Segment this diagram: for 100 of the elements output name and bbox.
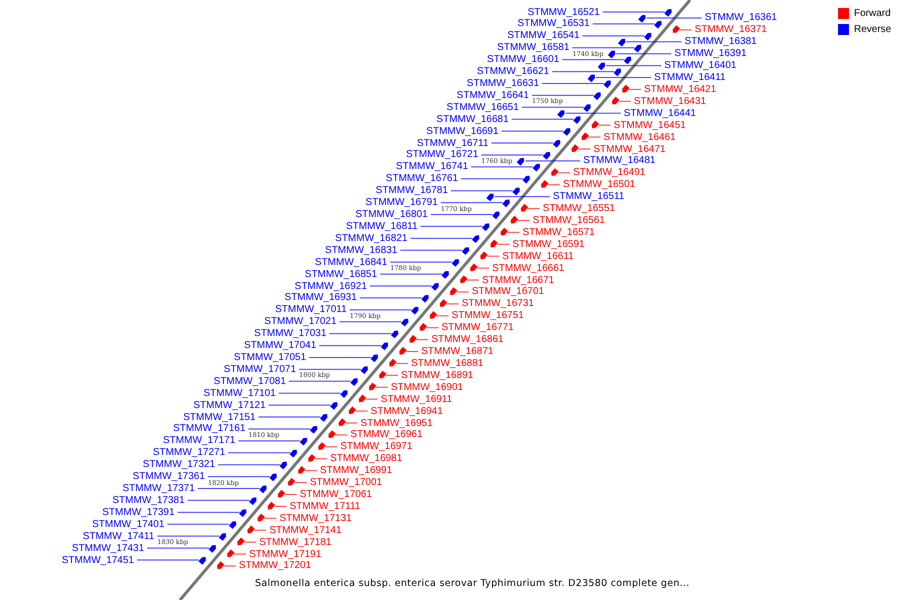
gene-label: STMMW_17411: [82, 530, 154, 542]
gene-symbol: [541, 180, 548, 188]
gene-symbol: [520, 204, 528, 212]
leader-line: [278, 392, 342, 394]
gene-label: STMMW_17391: [102, 506, 175, 518]
gene-symbol: [421, 294, 429, 303]
gene-symbol: [502, 200, 510, 208]
gene-symbol: [379, 370, 386, 378]
gene-label: STMMW_16601: [487, 54, 560, 66]
gene-symbol: [420, 323, 427, 331]
gene-label: STMMW_16571: [522, 226, 595, 238]
leader-line: [187, 500, 250, 501]
gene-symbol: [604, 80, 611, 88]
leader-line: [506, 232, 520, 233]
leader-line: [490, 142, 554, 144]
gene-label: STMMW_16391: [674, 48, 747, 60]
gene-symbol: [583, 104, 591, 112]
gene-symbol: [399, 346, 407, 355]
gene-symbol: [430, 311, 438, 319]
gene-symbol: [624, 56, 632, 64]
leader-line: [578, 148, 591, 150]
gene-symbol: [320, 414, 328, 422]
leader-line: [274, 506, 288, 507]
leader-line: [146, 548, 210, 549]
gene-symbol: [348, 406, 356, 414]
gene-label: STMMW_16921: [294, 280, 367, 292]
gene-symbol: [389, 358, 397, 366]
legend-label: Reverse: [854, 24, 892, 36]
gene-label: STMMW_16541: [507, 30, 580, 42]
leader-line: [592, 23, 656, 24]
leader-line: [380, 274, 443, 275]
gene-label: STMMW_16701: [472, 286, 544, 298]
leader-line: [596, 77, 652, 78]
gene-label: STMMW_16641: [456, 90, 529, 101]
leader-line: [264, 518, 277, 519]
gene-label: STMMW_16621: [476, 66, 550, 78]
gene-symbol: [258, 514, 265, 522]
leader-line: [156, 536, 220, 537]
caption: Salmonella enterica subsp. enterica serovar Typhimurium str. D23580 complete gen...: [255, 578, 690, 589]
gene-label: STMMW_16841: [314, 256, 388, 268]
gene-symbol: [440, 299, 448, 307]
leader-line: [531, 94, 594, 96]
gene-label: STMMW_16851: [304, 268, 378, 280]
gene-symbol: [622, 84, 630, 92]
gene-label: STMMW_16821: [335, 232, 408, 244]
gene-symbol: [510, 216, 518, 224]
gene-symbol: [582, 132, 589, 140]
leader-line: [355, 410, 368, 412]
gene-label: STMMW_17081: [214, 376, 286, 387]
leader-line: [294, 482, 308, 484]
gene-symbol: [492, 212, 500, 220]
gene-symbol: [472, 235, 480, 243]
leader-line: [582, 35, 646, 36]
gene-symbol: [249, 497, 256, 506]
gene-symbol: [247, 526, 255, 534]
leader-line: [480, 154, 544, 156]
gene-label: STMMW_16831: [325, 244, 398, 256]
gene-label: STMMW_16381: [684, 36, 757, 48]
leader-line: [679, 29, 692, 30]
gene-symbol: [369, 382, 376, 390]
gene-label: STMMW_16691: [426, 126, 499, 137]
leader-line: [218, 464, 280, 466]
gene-label: STMMW_16631: [466, 78, 540, 89]
gene-symbol: [573, 116, 580, 124]
gene-symbol: [563, 128, 570, 136]
leader-line: [339, 321, 402, 322]
gene-symbol: [208, 545, 216, 553]
gene-label: STMMW_17121: [193, 400, 266, 411]
legend-label: Forward: [854, 8, 891, 20]
gene-label: STMMW_16581: [497, 42, 570, 54]
leader-line: [626, 41, 682, 42]
gene-symbol: [228, 521, 236, 529]
gene-label: STMMW_17141: [269, 524, 342, 536]
leader-line: [308, 356, 372, 358]
gene-label: STMMW_17101: [204, 388, 276, 399]
leader-line: [416, 339, 429, 340]
gene-symbol: [217, 561, 224, 569]
leader-line: [268, 404, 332, 406]
leader-line: [314, 458, 328, 460]
gene-symbol: [460, 275, 468, 284]
gene-label: STMMW_17161: [173, 423, 246, 434]
gene-symbol: [450, 287, 458, 295]
gene-symbol: [318, 442, 326, 450]
gene-symbol: [490, 240, 498, 248]
leader-line: [410, 238, 473, 239]
gene-symbol: [350, 378, 358, 386]
gene-label: STMMW_16561: [532, 214, 605, 226]
leader-line: [486, 256, 500, 257]
leader-line: [420, 226, 484, 227]
gene-label: STMMW_17061: [300, 488, 372, 500]
gene-symbol: [390, 330, 398, 338]
leader-line: [390, 262, 453, 263]
leader-line: [562, 59, 625, 60]
gene-symbol: [431, 283, 439, 291]
gene-label: STMMW_16791: [366, 197, 438, 208]
gene-symbol: [522, 176, 530, 184]
gene-label: STMMW_16941: [370, 406, 443, 417]
leader-line: [558, 172, 571, 174]
gene-label: STMMW_16521: [528, 6, 600, 18]
gene-symbol: [358, 394, 366, 402]
